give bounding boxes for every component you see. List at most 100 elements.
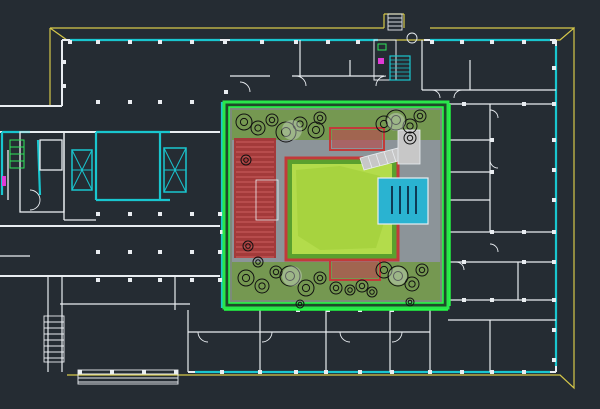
- tree-20: [355, 279, 369, 293]
- tree-inner-12: [241, 273, 251, 283]
- column-54: [358, 370, 362, 374]
- tree-14: [269, 265, 283, 279]
- tree-inner-22: [379, 265, 389, 275]
- tree-30: [405, 297, 415, 307]
- courtyard-accent-lines: [224, 104, 451, 311]
- column-11: [460, 40, 464, 44]
- tree-inner-14: [272, 268, 280, 276]
- courtyard[interactable]: [222, 100, 450, 310]
- column-43: [158, 278, 162, 282]
- tree-17: [313, 271, 327, 285]
- column-41: [96, 278, 100, 282]
- tree-inner-28: [255, 259, 261, 265]
- column-50: [220, 370, 224, 374]
- tree-inner-0: [239, 117, 249, 127]
- column-20: [552, 168, 556, 172]
- column-0: [68, 40, 72, 44]
- tree-18: [329, 281, 343, 295]
- north-core: [373, 32, 418, 81]
- tree-inner-1: [254, 124, 262, 132]
- column-29: [158, 100, 162, 104]
- column-34: [190, 212, 194, 216]
- tree-0: [235, 113, 253, 131]
- tree-inner-20: [358, 282, 366, 290]
- column-9: [356, 40, 360, 44]
- tree-inner-9: [406, 122, 414, 130]
- column-30: [190, 100, 194, 104]
- tree-inner-4: [296, 120, 304, 128]
- column-1: [96, 40, 100, 44]
- tree-4: [292, 116, 308, 132]
- tree-inner-7: [379, 119, 389, 129]
- column-33: [158, 212, 162, 216]
- tree-inner-19: [347, 287, 353, 293]
- column-40: [218, 250, 222, 254]
- column-26: [552, 358, 556, 362]
- tree-25: [415, 263, 429, 277]
- column-14: [552, 40, 556, 44]
- column-42: [128, 278, 132, 282]
- tree-6: [313, 111, 327, 125]
- tree-inner-29: [297, 301, 303, 307]
- tree-inner-6: [316, 114, 324, 122]
- column-38: [158, 250, 162, 254]
- tree-10: [413, 109, 427, 123]
- lawn-shading: [296, 166, 388, 250]
- column-16: [62, 84, 66, 88]
- column-79: [220, 230, 224, 234]
- tree-inner-26: [243, 157, 249, 163]
- tree-inner-17: [316, 274, 324, 282]
- column-57: [460, 370, 464, 374]
- tree-1: [250, 120, 266, 136]
- tree-inner-8: [391, 115, 401, 125]
- tree-inner-5: [311, 125, 321, 135]
- column-37: [128, 250, 132, 254]
- column-8: [326, 40, 330, 44]
- interior-partitions: [0, 40, 556, 372]
- column-44: [190, 278, 194, 282]
- tree-inner-13: [258, 282, 266, 290]
- courtyard-stair: [359, 129, 421, 171]
- tree-inner-21: [369, 289, 375, 295]
- north-stair: [387, 13, 403, 31]
- stair-icon-left: [9, 139, 25, 169]
- door-swings: [29, 75, 499, 343]
- tree-28: [252, 256, 264, 268]
- tree-21: [366, 286, 378, 298]
- column-58: [490, 370, 494, 374]
- tree-12: [237, 269, 255, 287]
- column-52: [294, 370, 298, 374]
- column-25: [552, 328, 556, 332]
- tree-26: [240, 154, 252, 166]
- column-3: [158, 40, 162, 44]
- tree-3: [275, 121, 297, 143]
- column-28: [128, 100, 132, 104]
- left-building-outline: [7, 131, 96, 221]
- tree-15: [279, 265, 301, 287]
- column-75: [224, 90, 228, 94]
- column-48: [142, 370, 146, 374]
- tree-canopy-highlight: [282, 113, 407, 286]
- tree-2: [265, 113, 279, 127]
- column-27: [96, 100, 100, 104]
- tree-19: [344, 284, 356, 296]
- column-39: [190, 250, 194, 254]
- column-72: [490, 138, 494, 142]
- tree-13: [254, 278, 270, 294]
- column-45: [218, 278, 222, 282]
- tree-23: [387, 265, 409, 287]
- tree-27: [242, 240, 254, 252]
- column-21: [552, 198, 556, 202]
- timber-deck: [234, 138, 279, 258]
- tree-22: [375, 261, 393, 279]
- column-46: [78, 370, 82, 374]
- terrace-fill: [332, 130, 382, 278]
- tree-inner-25: [418, 266, 426, 274]
- column-15: [62, 60, 66, 64]
- tree-16: [297, 279, 315, 297]
- tree-inner-24: [408, 280, 416, 288]
- pool-steps: [391, 186, 417, 214]
- column-59: [522, 370, 526, 374]
